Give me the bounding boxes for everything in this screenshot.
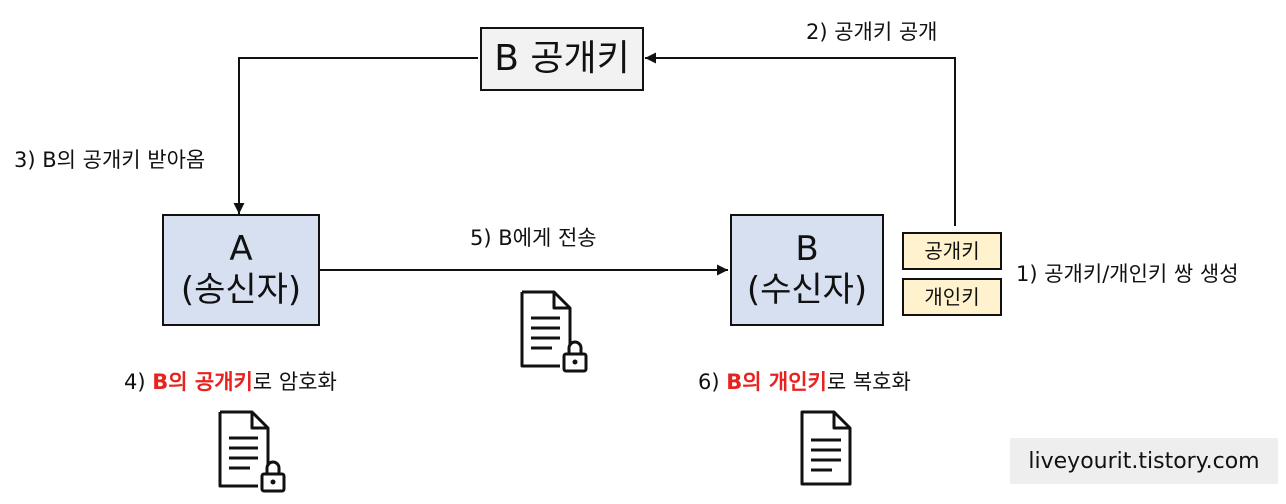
step-4-highlight: B의 공개키: [152, 370, 253, 394]
sender-role: (송신자): [180, 270, 302, 310]
step-4-prefix: 4): [124, 370, 153, 394]
private-key-chip-label: 개인키: [924, 285, 980, 309]
step-6-prefix: 6): [698, 370, 727, 394]
step-4-suffix: 로 암호화: [252, 370, 337, 394]
receiver-role: (수신자): [746, 270, 868, 310]
step-4-label: 4) B의 공개키로 암호화: [124, 366, 337, 396]
watermark: liveyourit.tistory.com: [1010, 438, 1278, 484]
public-key-box-label: B 공개키: [494, 38, 630, 80]
receiver-node: B (수신자): [730, 214, 884, 326]
private-key-chip: 개인키: [902, 278, 1002, 316]
fetch-arrow: [233, 57, 478, 214]
step-6-highlight: B의 개인키: [726, 370, 827, 394]
sender-node: A (송신자): [162, 214, 320, 326]
locked-document-icon: [520, 290, 588, 373]
step-5-label: 5) B에게 전송: [470, 226, 597, 250]
locked-document-icon: [218, 410, 286, 493]
public-key-chip: 공개키: [902, 232, 1002, 270]
publish-arrow: [645, 52, 956, 226]
step-1-label: 1) 공개키/개인키 쌍 생성: [1016, 262, 1239, 286]
step-2-label: 2) 공개키 공개: [806, 20, 938, 44]
sender-letter: A: [229, 229, 253, 270]
step-3-label: 3) B의 공개키 받아옴: [14, 148, 206, 172]
public-key-box: B 공개키: [480, 27, 644, 91]
receiver-letter: B: [795, 229, 819, 270]
public-key-chip-label: 공개키: [924, 239, 980, 263]
document-icon: [800, 410, 852, 486]
step-6-suffix: 로 복호화: [826, 370, 911, 394]
watermark-text: liveyourit.tistory.com: [1028, 448, 1260, 474]
step-6-label: 6) B의 개인키로 복호화: [698, 366, 911, 396]
